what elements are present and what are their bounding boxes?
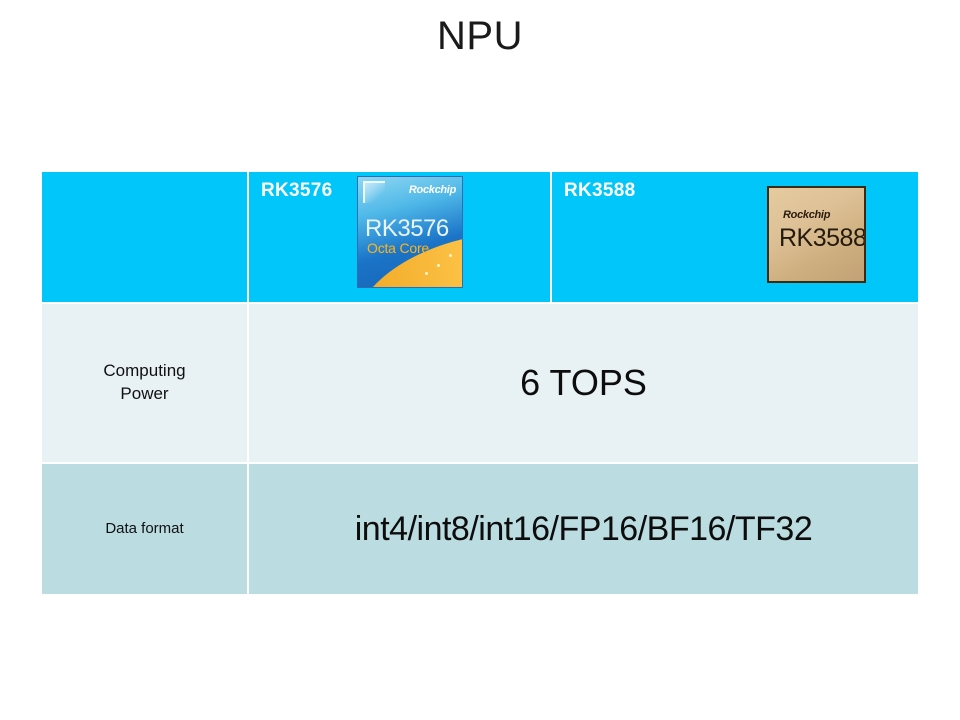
row-value-data-format: int4/int8/int16/FP16/BF16/TF32 [249, 464, 918, 594]
row-label-computing-power: Computing Power [42, 304, 247, 462]
chip-model-text: RK3576 [365, 215, 449, 242]
table-row-computing-power: Computing Power 6 TOPS [42, 304, 918, 462]
rk3588-chip-image: Rockchip RK3588 [767, 186, 866, 283]
page-title: NPU [437, 14, 523, 58]
header-cell-rk3576: RK3576 Rockchip RK3576 Octa Core [249, 172, 550, 302]
chip-notch-icon [363, 181, 385, 203]
table-header-row: RK3576 Rockchip RK3576 Octa Core RK3588 … [42, 172, 918, 302]
row-label-data-format: Data format [42, 464, 247, 594]
column-title-rk3588: RK3588 [564, 180, 636, 201]
chip-subtitle-text: Octa Core [367, 240, 429, 256]
rk3576-chip-image: Rockchip RK3576 Octa Core [357, 176, 463, 288]
chip-dot-icon [425, 272, 428, 275]
column-title-rk3576: RK3576 [261, 180, 333, 201]
header-cell-rk3588: RK3588 Rockchip RK3588 [552, 172, 918, 302]
row-label-line-2: Power [120, 384, 169, 403]
chip-dot-icon [437, 264, 440, 267]
chip-model-text: RK3588 [779, 224, 866, 252]
rockchip-logo-text: Rockchip [783, 209, 831, 221]
table-row-data-format: Data format int4/int8/int16/FP16/BF16/TF… [42, 464, 918, 594]
header-blank-cell [42, 172, 247, 302]
npu-comparison-table: RK3576 Rockchip RK3576 Octa Core RK3588 … [40, 170, 920, 596]
row-label-line-1: Computing [103, 361, 186, 381]
chip-dot-icon [449, 254, 452, 257]
rockchip-logo-text: Rockchip [408, 184, 456, 196]
row-value-computing-power: 6 TOPS [249, 304, 918, 462]
